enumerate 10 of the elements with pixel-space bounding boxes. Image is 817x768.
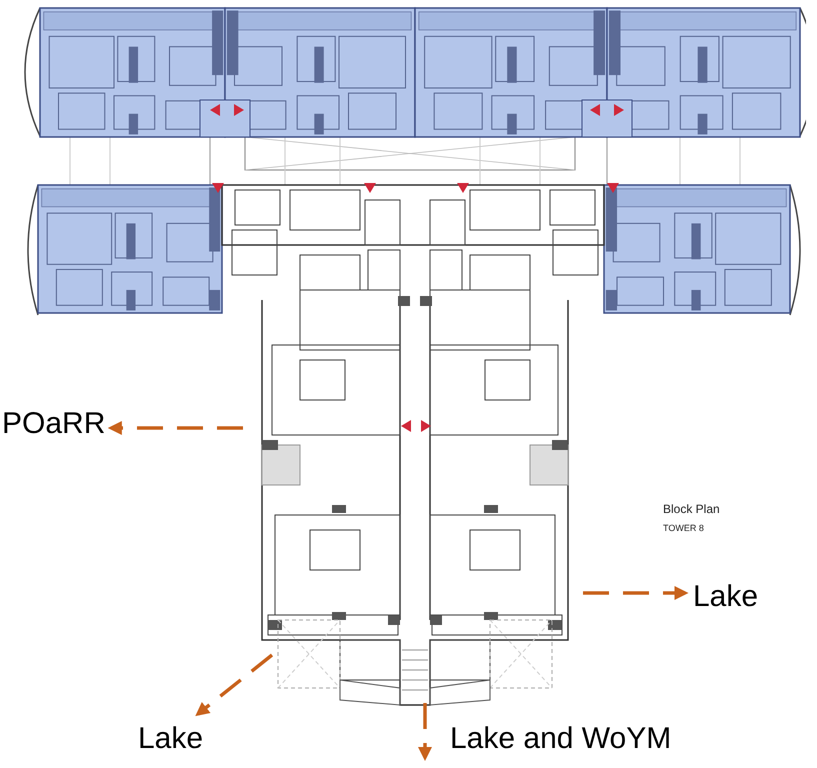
direction-label: Lake (138, 722, 204, 755)
direction-label: POaRR (2, 407, 106, 440)
direction-arrow (195, 654, 274, 716)
direction-label: Lake and WoYM (450, 722, 672, 755)
direction-label: Lake (693, 580, 758, 613)
direction-arrow (418, 703, 432, 761)
direction-arrow (583, 586, 688, 600)
plan-subtitle: TOWER 8 (663, 522, 704, 535)
plan-title: Block Plan (663, 501, 720, 518)
direction-arrow (108, 421, 243, 435)
